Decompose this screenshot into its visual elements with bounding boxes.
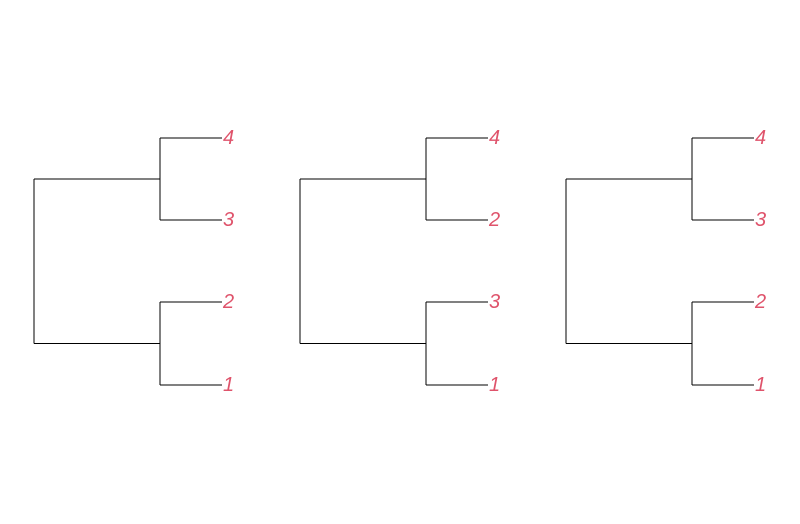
tip-label: 1 — [489, 374, 500, 396]
tree-panel-1: 4 3 2 1 — [222, 127, 234, 396]
tip-label: 4 — [489, 127, 500, 149]
tip-label: 1 — [223, 374, 234, 396]
tip-label: 3 — [755, 209, 766, 231]
tip-label: 4 — [223, 127, 234, 149]
tip-label: 2 — [222, 291, 234, 313]
tree-panel-3: 4 3 2 1 — [754, 127, 766, 396]
tip-label: 3 — [489, 291, 500, 313]
tip-label: 4 — [755, 127, 766, 149]
tree-panel-2: 4 2 3 1 — [488, 127, 500, 396]
tip-label: 2 — [488, 209, 500, 231]
tip-label: 3 — [223, 209, 234, 231]
tip-label: 1 — [755, 374, 766, 396]
tip-label: 2 — [754, 291, 766, 313]
